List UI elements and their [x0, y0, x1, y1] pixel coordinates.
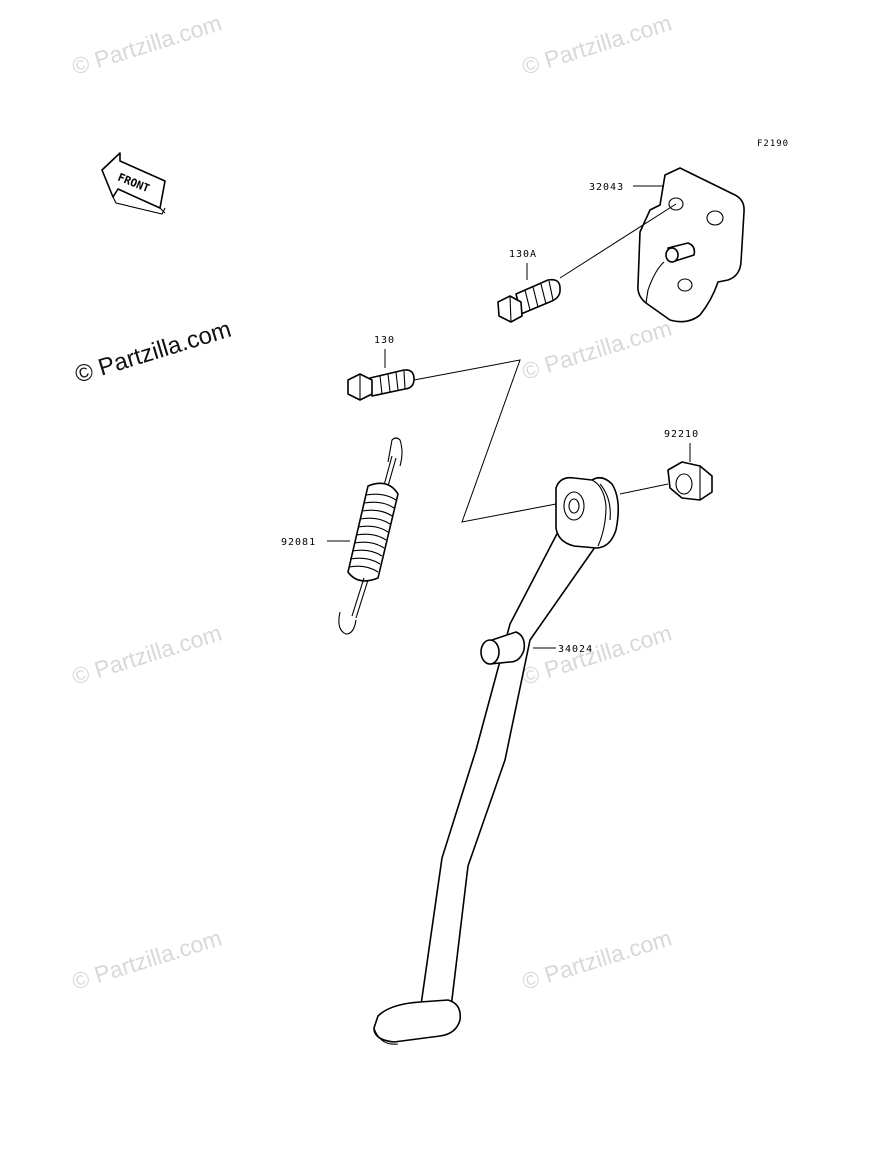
- watermark: © Partzilla.com: [519, 620, 675, 690]
- nut-92210: [667, 461, 713, 501]
- part-label-92210: 92210: [664, 429, 699, 440]
- part-label-92081: 92081: [281, 537, 316, 548]
- watermark: © Partzilla.com: [69, 925, 225, 995]
- watermark: © Partzilla.com: [519, 925, 675, 995]
- spring-92081: [338, 437, 403, 635]
- bolt-130A: [497, 278, 561, 323]
- watermark: © Partzilla.com: [69, 10, 225, 80]
- leader-130A-to-bracket: [559, 203, 677, 279]
- front-arrow-icon: FRONT: [101, 152, 166, 215]
- part-label-32043: 32043: [589, 182, 624, 193]
- leader-92210-to-stand: [619, 483, 669, 495]
- part-label-130A: 130A: [509, 249, 537, 260]
- watermark: © Partzilla.com: [519, 315, 675, 385]
- watermark: © Partzilla.com: [69, 620, 225, 690]
- bracket-32043: [637, 167, 745, 323]
- part-label-130: 130: [374, 335, 395, 346]
- side-stand-34024: [373, 476, 620, 1045]
- part-label-34024: 34024: [558, 644, 593, 655]
- figure-code: F2190: [757, 139, 789, 149]
- bolt-130: [347, 369, 415, 401]
- leader-130-to-stand: [413, 359, 557, 523]
- watermark-main: © Partzilla.com: [72, 316, 235, 389]
- watermark: © Partzilla.com: [519, 10, 675, 80]
